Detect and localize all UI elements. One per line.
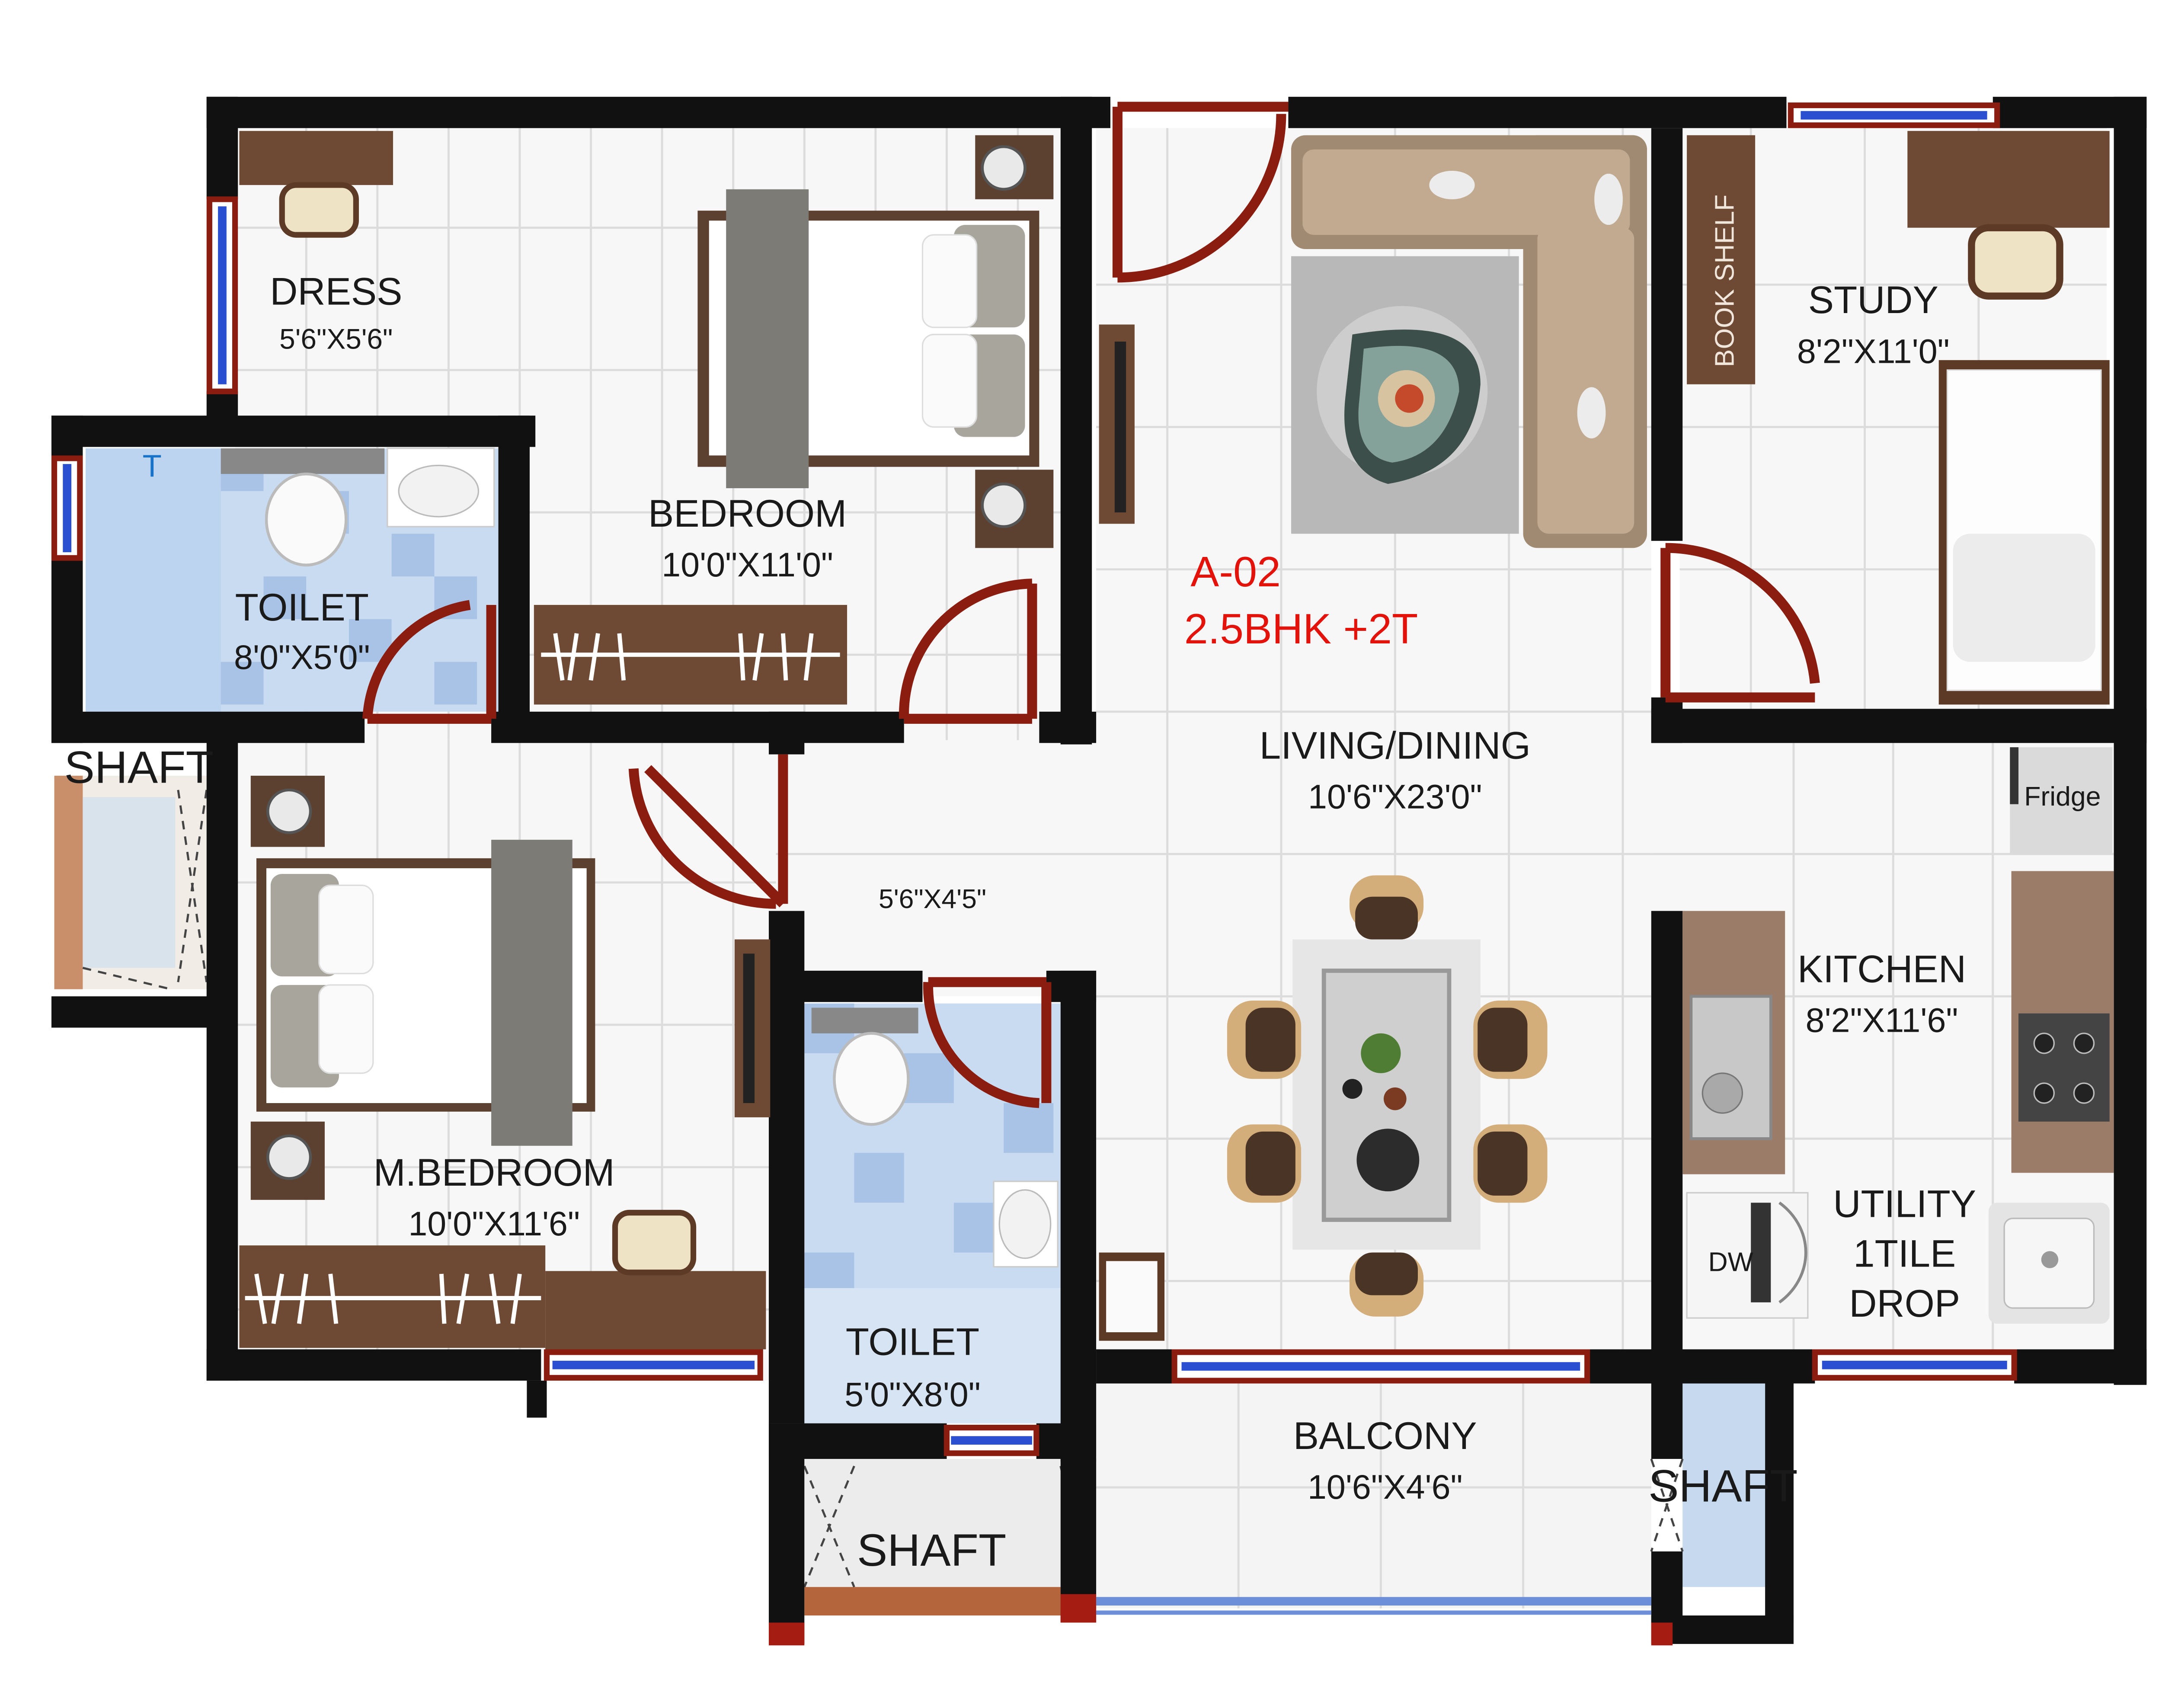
utility-line3: DROP xyxy=(1849,1282,1960,1325)
window-top-study xyxy=(1788,102,2000,128)
master-nightstands xyxy=(250,775,325,1200)
balcony-name: BALCONY xyxy=(1293,1414,1477,1457)
master-tv-unit xyxy=(734,939,771,1117)
bedroom-dim: 10'0"X11'0" xyxy=(662,545,833,584)
master-wardrobe xyxy=(239,1245,546,1348)
toilet2-door xyxy=(923,977,1052,1108)
toilet1-dim: 8'0"X5'0" xyxy=(234,638,370,676)
living-name: LIVING/DINING xyxy=(1260,724,1531,767)
window-toilet2 xyxy=(943,1424,1039,1456)
toilet2-name: TOILET xyxy=(846,1321,979,1363)
unit-code: A-02 xyxy=(1190,548,1281,595)
shaft-right xyxy=(1650,1373,1765,1587)
kitchen-name: KITCHEN xyxy=(1797,947,1966,990)
balcony-railing xyxy=(1096,1597,1651,1615)
shaft-label-left: SHAFT xyxy=(64,742,214,793)
study-dim: 8'2"X11'0" xyxy=(1797,332,1950,370)
bedroom-name: BEDROOM xyxy=(648,492,847,535)
study-name: STUDY xyxy=(1808,278,1938,321)
bedroom-door xyxy=(899,579,1037,724)
living-sofa xyxy=(1291,135,1647,548)
bedroom-nightstands xyxy=(975,135,1054,548)
dress-dim: 5'6"X5'6" xyxy=(279,323,393,355)
toilet2-fixtures xyxy=(811,1008,1059,1268)
master-desk xyxy=(545,1209,766,1350)
study-bed xyxy=(1938,360,2110,705)
dishwasher xyxy=(1686,1192,1809,1319)
dress-name: DRESS xyxy=(270,270,402,313)
master-name: M.BEDROOM xyxy=(374,1151,615,1194)
master-dim: 10'0"X11'6" xyxy=(408,1204,580,1243)
toilet2-dim: 5'0"X8'0" xyxy=(844,1375,981,1414)
toilet1-name: TOILET xyxy=(235,586,369,629)
fridge-label: Fridge xyxy=(2024,781,2101,812)
shaft-label-right: SHAFT xyxy=(1648,1461,1797,1512)
utility-name: UTILITY xyxy=(1833,1182,1976,1225)
kitchen-counter-left xyxy=(1682,911,1785,1174)
toilet1-door xyxy=(362,600,496,724)
living-rug xyxy=(1291,256,1519,534)
window-dress xyxy=(206,196,238,394)
master-bed xyxy=(256,840,595,1146)
shaft-label-bottom: SHAFT xyxy=(857,1525,1006,1576)
balcony-dim: 10'6"X4'6" xyxy=(1308,1468,1463,1506)
tv-unit-bedroom xyxy=(1099,324,1135,524)
toilet1-fixtures: T xyxy=(143,448,495,567)
walls xyxy=(51,96,2147,1646)
dishwasher-label: DW xyxy=(1708,1247,1753,1277)
shaft-left xyxy=(54,775,211,991)
svg-text:T: T xyxy=(143,449,162,484)
window-master xyxy=(544,1349,763,1381)
utility-sink xyxy=(1988,1203,2110,1324)
book-shelf xyxy=(1687,135,1756,384)
dining-set xyxy=(1227,875,1548,1317)
bedroom-wardrobe xyxy=(534,605,848,705)
utility-line2: 1TILE xyxy=(1853,1232,1956,1275)
window-utility xyxy=(1812,1349,2017,1381)
study-desk xyxy=(1907,131,2110,300)
window-toilet1 xyxy=(51,455,83,561)
dress-desk xyxy=(239,131,393,238)
window-living xyxy=(1171,1349,1590,1384)
living-dim: 10'6"X23'0" xyxy=(1308,777,1482,816)
book-shelf-label: BOOK SHELF xyxy=(1710,195,1740,368)
kitchen-dim: 8'2"X11'6" xyxy=(1806,1001,1958,1039)
bedroom-bed xyxy=(697,189,1039,489)
study-door xyxy=(1660,543,1820,703)
master-door xyxy=(628,754,788,909)
doors xyxy=(362,102,1820,1108)
fridge xyxy=(2010,747,2113,854)
main-door xyxy=(1112,102,1289,283)
windows xyxy=(51,102,2017,1615)
living-basin xyxy=(1099,1252,1165,1341)
passage-dim: 5'6"X4'5" xyxy=(879,884,986,914)
unit-type: 2.5BHK +2T xyxy=(1184,605,1418,652)
kitchen-counter-right xyxy=(2011,871,2114,1173)
